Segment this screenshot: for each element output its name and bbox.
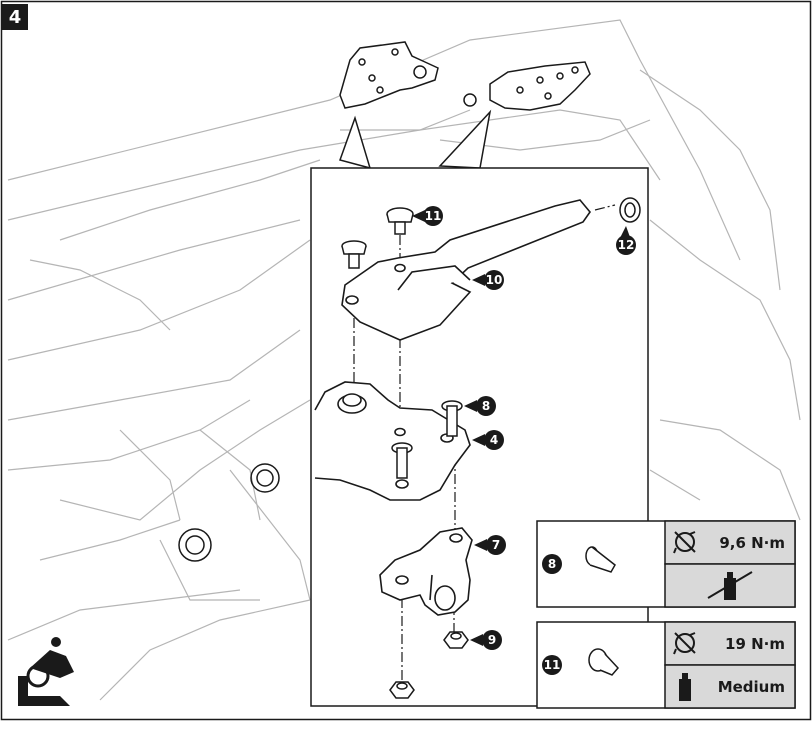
spec-part-8-label: 8 <box>548 557 556 571</box>
callout-4: 4 <box>472 430 504 450</box>
callout-11: 11 <box>412 206 443 226</box>
callout-8-label: 8 <box>482 399 490 413</box>
step-number-badge: 4 <box>2 4 28 30</box>
part-bolt-8 <box>391 400 463 479</box>
callout-10-label: 10 <box>486 273 503 287</box>
callout-12-label: 12 <box>618 238 635 252</box>
spec-table-part-8: 8 9,6 N·m <box>536 520 796 608</box>
top-mounting-plate-right <box>463 61 591 111</box>
threadlock-value-11: Medium <box>718 678 785 696</box>
torque-wrench-icon <box>673 632 696 655</box>
no-threadlocker-icon <box>707 571 753 600</box>
callout-7: 7 <box>474 535 506 555</box>
torque-wrench-icon <box>673 531 696 554</box>
callout-7-label: 7 <box>492 538 500 552</box>
part-clamp-7 <box>379 527 473 616</box>
top-mounting-plate-left <box>339 41 439 109</box>
callout-4-label: 4 <box>490 433 498 447</box>
bolt-icon <box>585 546 616 573</box>
motorcycle-background <box>7 19 801 701</box>
threadlocker-icon <box>679 673 691 701</box>
spec-table-part-11: 11 19 N·m Medium <box>536 621 796 709</box>
callout-12: 12 <box>616 226 636 255</box>
callout-8: 8 <box>464 396 496 416</box>
callout-9: 9 <box>470 630 502 650</box>
motorcycle-stand-icon <box>18 637 74 706</box>
spec-part-11-label: 11 <box>544 658 561 672</box>
spec-part-badge-11 <box>542 655 562 675</box>
part-handle-bracket <box>341 199 592 341</box>
zoom-indicator <box>339 109 492 170</box>
callout-11-label: 11 <box>425 209 442 223</box>
frame-mount-left <box>178 463 280 562</box>
button-bolt-icon <box>588 648 620 676</box>
part-mounting-plate-4 <box>314 381 471 501</box>
callout-10: 10 <box>472 270 504 290</box>
part-nut-9 <box>389 631 469 699</box>
part-bolt-11 <box>341 207 414 269</box>
callout-9-label: 9 <box>488 633 496 647</box>
spec-part-badge-8 <box>542 554 562 574</box>
torque-value-11: 19 N·m <box>725 635 785 653</box>
part-end-cap-12 <box>619 197 641 223</box>
torque-value-8: 9,6 N·m <box>719 534 785 552</box>
